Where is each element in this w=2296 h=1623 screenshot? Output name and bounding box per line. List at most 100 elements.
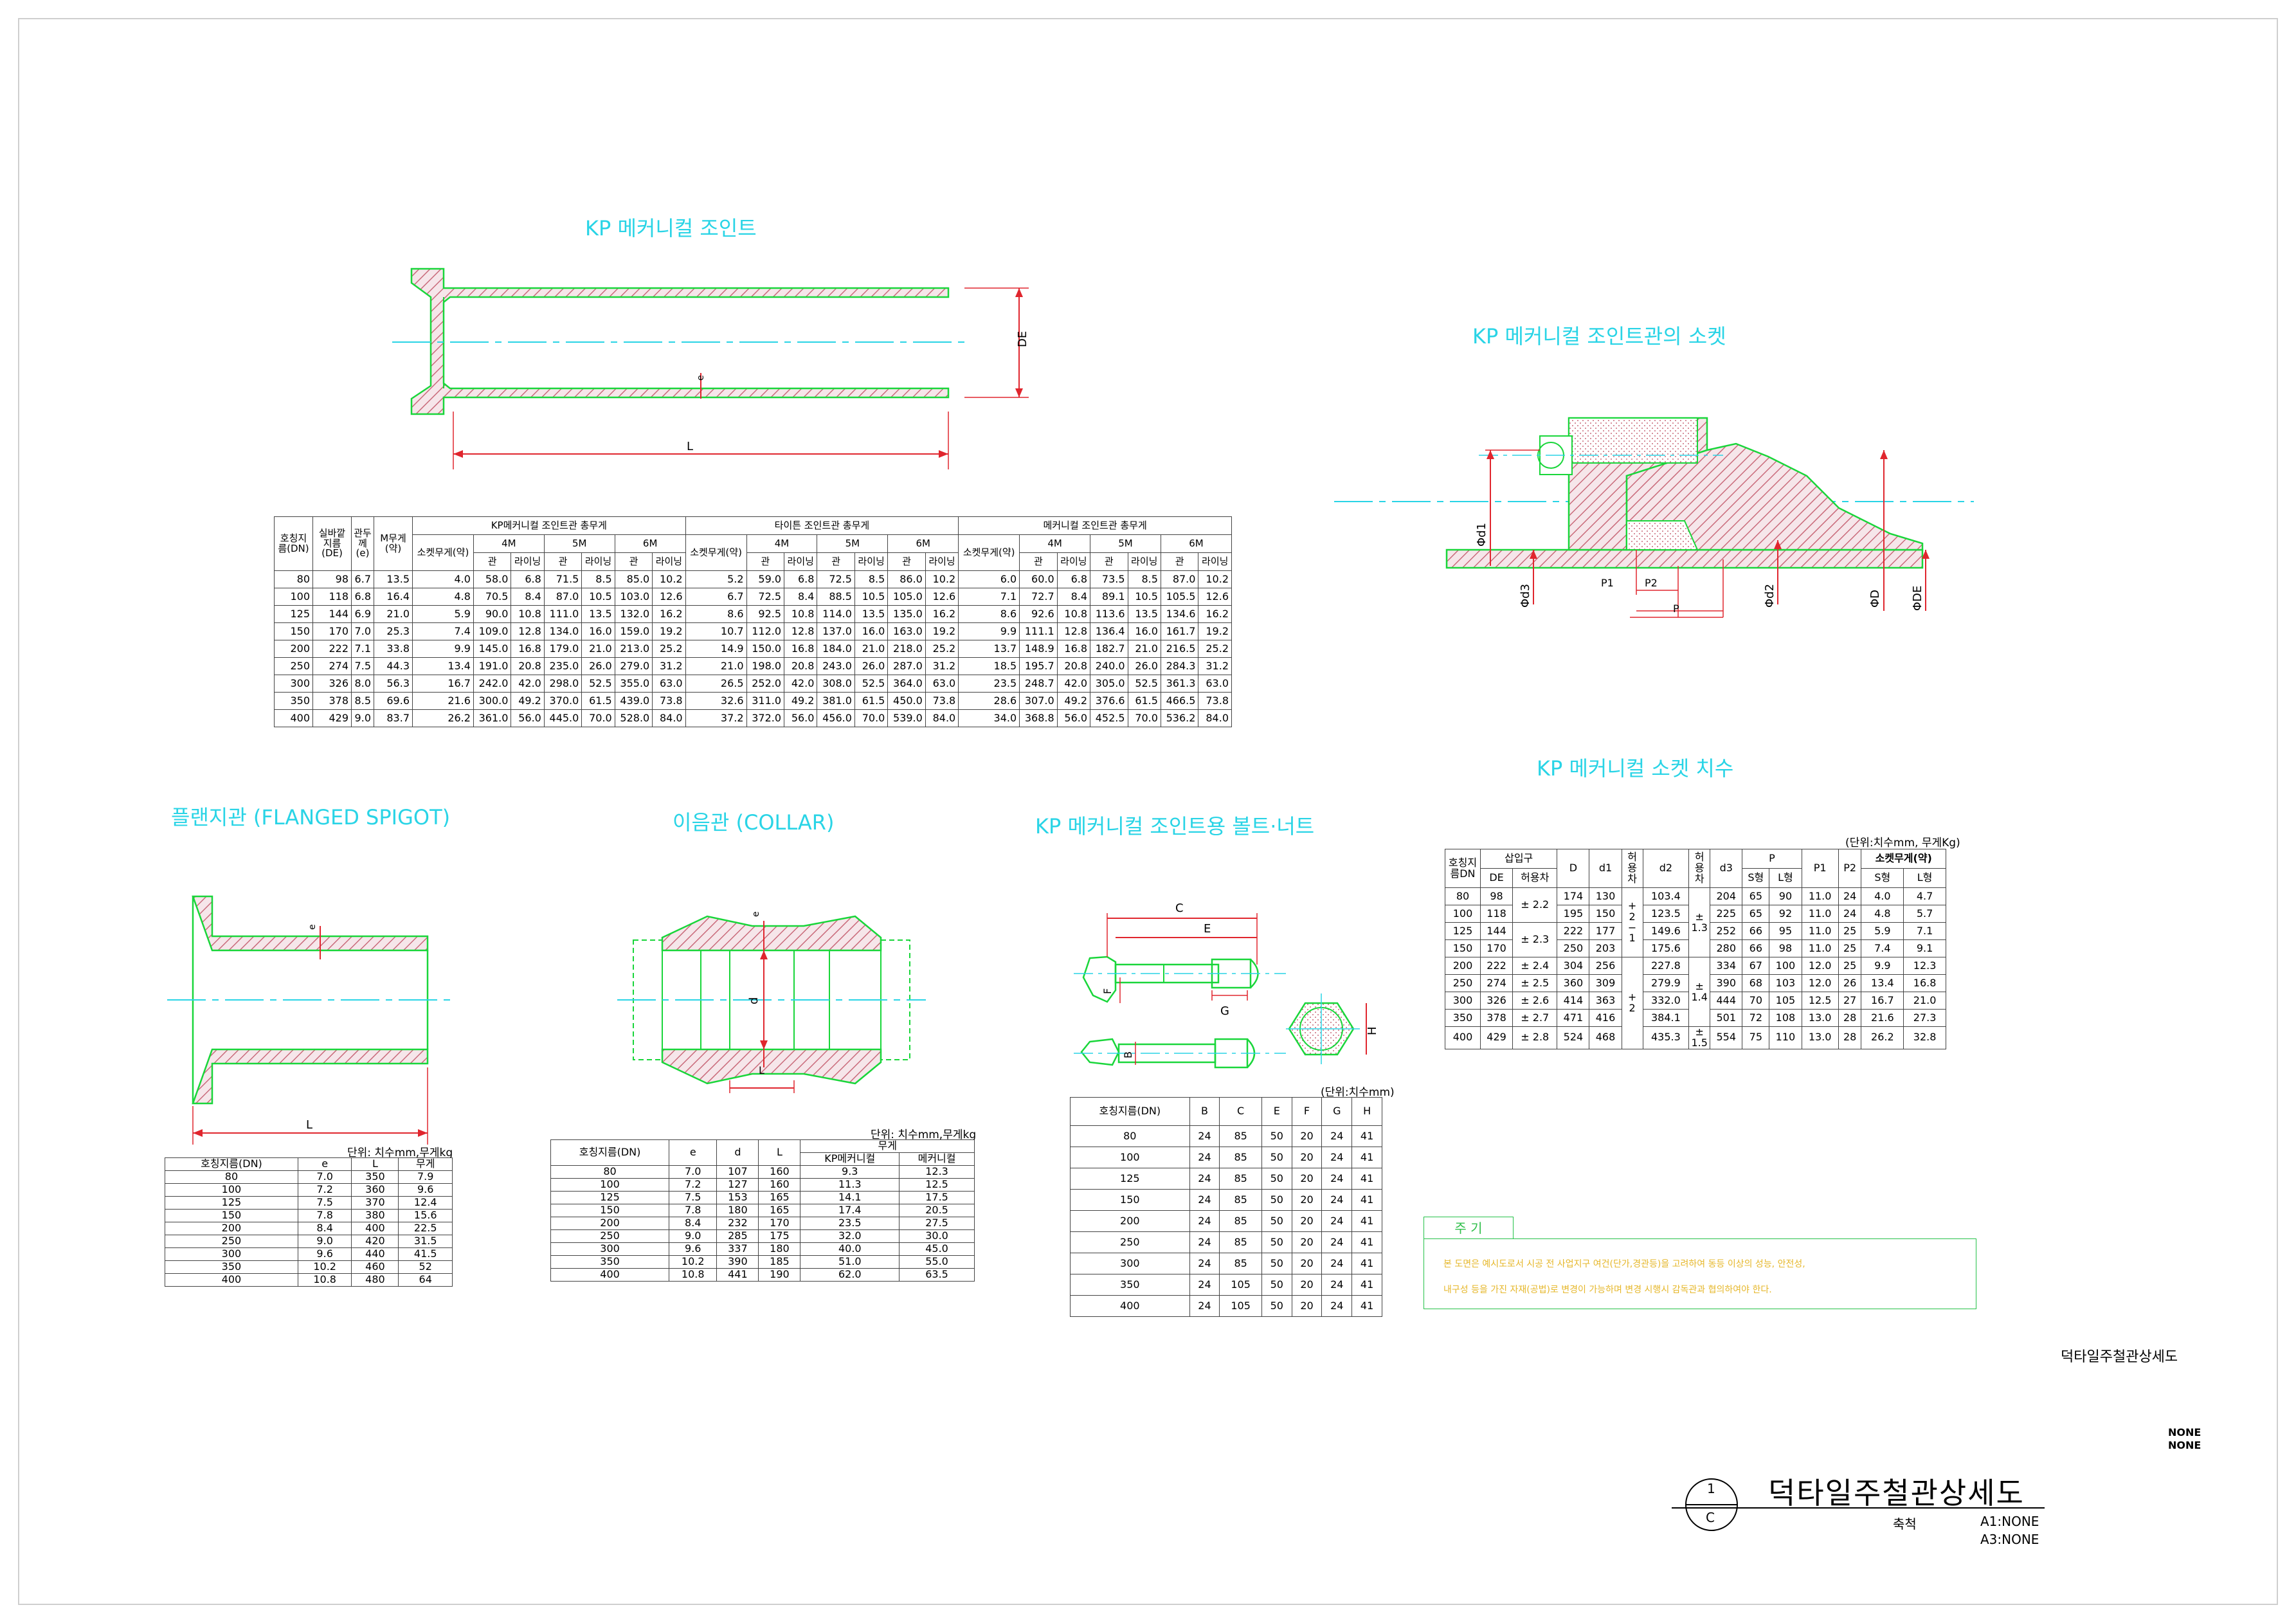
table-cell: 80 — [550, 1165, 670, 1179]
table-cell: 150 — [1070, 1189, 1190, 1211]
table-cell: 24 — [1321, 1125, 1353, 1147]
table-cell: 26 — [1838, 974, 1862, 992]
table-cell: 51.0 — [800, 1255, 900, 1269]
table-cell: 22.5 — [398, 1222, 453, 1235]
table-cell: 52.5 — [1127, 675, 1161, 693]
table-cell: 8.5 — [351, 692, 374, 710]
table-cell: 7.5 — [297, 1196, 352, 1210]
dim-p1-label: P1 — [1601, 577, 1614, 589]
table-cell: 125 — [550, 1191, 670, 1204]
table-cell: 7.9 — [398, 1170, 453, 1184]
table-cell: 98 — [312, 570, 352, 588]
collar-dim-e-label: e — [751, 911, 761, 917]
table-cell: 240.0 — [1090, 657, 1128, 675]
th-e: 관두께(e) — [351, 516, 374, 571]
table-cell: 111.1 — [1019, 622, 1058, 640]
th-lining: 라이닝 — [581, 552, 615, 571]
table-cell: 24 — [1189, 1274, 1220, 1296]
table-cell: 420 — [351, 1235, 399, 1248]
table-cell: 9.3 — [800, 1165, 900, 1179]
table-cell: 222 — [1479, 957, 1514, 975]
table-cell: 21.0 — [1127, 640, 1161, 658]
titleblock-title: 덕타일주철관상세도 — [1768, 1476, 2025, 1510]
table-cell: 9.0 — [297, 1235, 352, 1248]
table-cell: 41 — [1351, 1168, 1382, 1190]
table-cell: 400 — [165, 1273, 298, 1287]
flange-table-unit: 단위: 치수mm,무게kg — [347, 1147, 453, 1159]
table-cell: 32.0 — [800, 1229, 900, 1243]
table-cell: 25.3 — [374, 622, 413, 640]
table-cell: 103 — [1769, 974, 1802, 992]
table-cell: 24 — [1189, 1189, 1220, 1211]
table-cell: 16.0 — [581, 622, 615, 640]
table-cell: 68 — [1742, 974, 1770, 992]
s-th-de: DE — [1479, 868, 1514, 888]
th-pipe: 관 — [1160, 552, 1199, 571]
table-cell: 89.1 — [1090, 588, 1128, 606]
table-cell: 9.6 — [297, 1247, 352, 1261]
table-cell: 84.0 — [925, 709, 959, 727]
table-cell: 80 — [1070, 1125, 1190, 1147]
th-group-mech: 메커니컬 조인트관 총무게 — [958, 516, 1232, 535]
table-cell: 105.5 — [1160, 588, 1199, 606]
th-lining: 라이닝 — [1056, 552, 1091, 571]
table-cell: 190 — [758, 1268, 801, 1282]
table-cell: 24 — [1838, 905, 1862, 923]
th-6m-1: 6M — [614, 534, 686, 553]
table-cell: 4.8 — [1861, 905, 1904, 923]
table-cell: 41.5 — [398, 1247, 453, 1261]
table-cell: 88.5 — [817, 588, 855, 606]
table-cell: 130 — [1589, 887, 1622, 905]
table-cell: 20 — [1291, 1125, 1323, 1147]
table-cell: 429 — [312, 709, 352, 727]
table-cell: 12.8 — [511, 622, 545, 640]
table-cell: 165 — [758, 1204, 801, 1217]
th-5m-2: 5M — [817, 534, 889, 553]
tol-d1-plus: + 2 — [1627, 899, 1637, 923]
table-cell: 4.8 — [412, 588, 474, 606]
th-6m-3: 6M — [1160, 534, 1233, 553]
table-cell: 376.6 — [1090, 692, 1128, 710]
table-cell: 21.0 — [1903, 992, 1946, 1010]
table-cell: 300 — [165, 1247, 298, 1261]
titleblock-scale: 축척 — [1893, 1516, 1917, 1532]
table-cell: 13.5 — [1127, 605, 1161, 623]
th-5m-1: 5M — [543, 534, 615, 553]
table-cell: 70.0 — [1127, 709, 1161, 727]
table-cell: 87.0 — [543, 588, 583, 606]
table-cell: 243.0 — [817, 657, 855, 675]
table-cell: + 2 — [1621, 957, 1643, 1049]
table-cell: 153 — [716, 1191, 759, 1204]
c-th-d: d — [716, 1139, 759, 1166]
table-cell: 26.0 — [581, 657, 615, 675]
table-cell: 287.0 — [887, 657, 926, 675]
table-cell: 137.0 — [817, 622, 855, 640]
table-cell: 177 — [1589, 922, 1622, 940]
table-cell: 42.0 — [784, 675, 818, 693]
title-flanged: 플랜지관 (FLANGED SPIGOT) — [171, 805, 451, 830]
th-flange: e — [297, 1157, 352, 1171]
table-cell: 235.0 — [543, 657, 583, 675]
table-cell: 5.2 — [685, 570, 747, 588]
table-cell: 85 — [1219, 1189, 1262, 1211]
table-cell: 7.1 — [1903, 922, 1946, 940]
s-th-ws: S형 — [1861, 868, 1904, 888]
table-cell: 20 — [1291, 1189, 1323, 1211]
table-cell: 163.0 — [887, 622, 926, 640]
table-cell: 90.0 — [473, 605, 512, 623]
table-cell: 184.0 — [817, 640, 855, 658]
table-cell: 200 — [274, 640, 313, 658]
table-cell: 24 — [1189, 1125, 1220, 1147]
table-cell: 160 — [758, 1165, 801, 1179]
table-cell: 308.0 — [817, 675, 855, 693]
th-bolt: 호칭지름(DN) — [1070, 1097, 1190, 1126]
bolt-table-unit: (단위:치수mm) — [1321, 1086, 1395, 1099]
